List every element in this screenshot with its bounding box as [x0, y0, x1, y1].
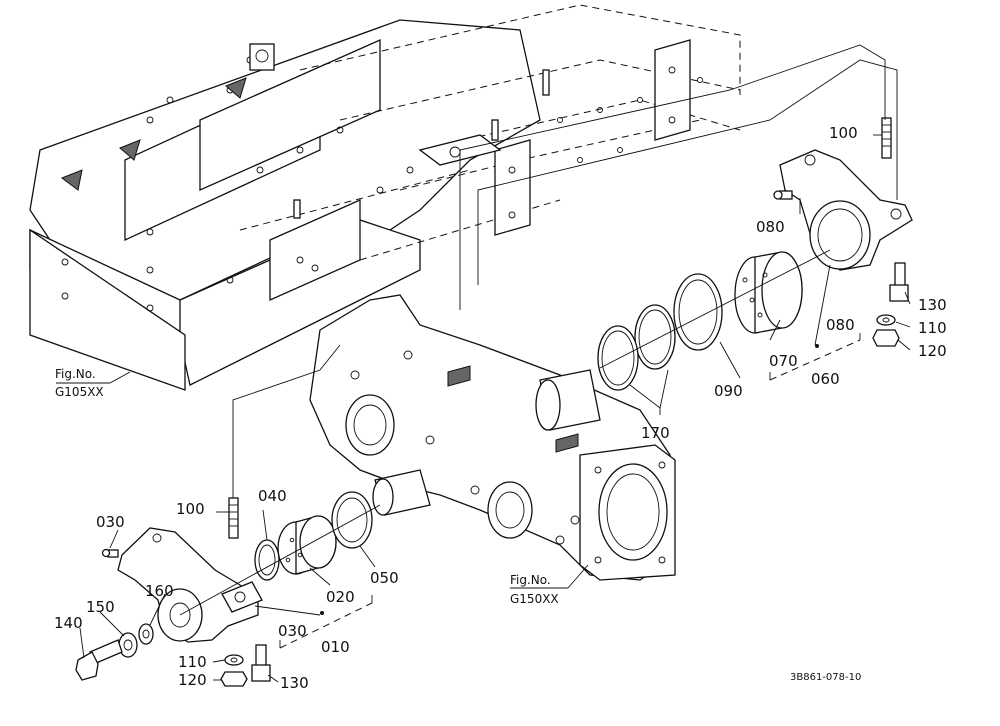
figure-ref-axle-line1: Fig.No. — [510, 573, 551, 587]
callout-170: 170 — [641, 424, 670, 442]
callout-110-right: 110 — [918, 319, 947, 337]
callout-010: 010 — [321, 638, 350, 656]
callout-050: 050 — [370, 569, 399, 587]
callout-100-right: 100 — [829, 124, 858, 142]
callout-120-right: 120 — [918, 342, 947, 360]
axle-housing — [309, 294, 676, 581]
leader-lines-right — [459, 44, 911, 415]
callout-100-left: 100 — [176, 500, 205, 518]
callout-labels: 100 080 130 110 120 080 070 060 090 170 … — [54, 124, 947, 692]
figure-ref-axle: Fig.No. G150XX — [510, 564, 589, 606]
callout-110-left: 110 — [178, 653, 207, 671]
left-bracket-assembly — [75, 491, 381, 687]
rear-frame-outline — [239, 4, 741, 261]
frame-assembly — [29, 19, 541, 391]
callout-040: 040 — [258, 487, 287, 505]
callout-160: 160 — [145, 582, 174, 600]
figure-ref-axle-line2: G150XX — [510, 592, 559, 606]
callout-060: 060 — [811, 370, 840, 388]
callout-130-left: 130 — [280, 674, 309, 692]
callout-070: 070 — [769, 352, 798, 370]
figure-ref-frame-line1: Fig.No. — [55, 367, 96, 381]
callout-030-bracket: 030 — [278, 622, 307, 640]
leader-lines-left — [79, 344, 376, 683]
callout-030-fitting: 030 — [96, 513, 125, 531]
callout-090: 090 — [714, 382, 743, 400]
drawing-code: 3B861-078-10 — [790, 672, 861, 683]
callout-150: 150 — [86, 598, 115, 616]
figure-ref-frame-line2: G105XX — [55, 385, 104, 399]
right-bracket-assembly — [597, 117, 913, 391]
callout-080-bracket: 080 — [826, 316, 855, 334]
callout-140: 140 — [54, 614, 83, 632]
callout-020: 020 — [326, 588, 355, 606]
callout-130-right: 130 — [918, 296, 947, 314]
callout-080-fitting: 080 — [756, 218, 785, 236]
figure-ref-frame: Fig.No. G105XX — [55, 367, 131, 399]
callout-120-left: 120 — [178, 671, 207, 689]
